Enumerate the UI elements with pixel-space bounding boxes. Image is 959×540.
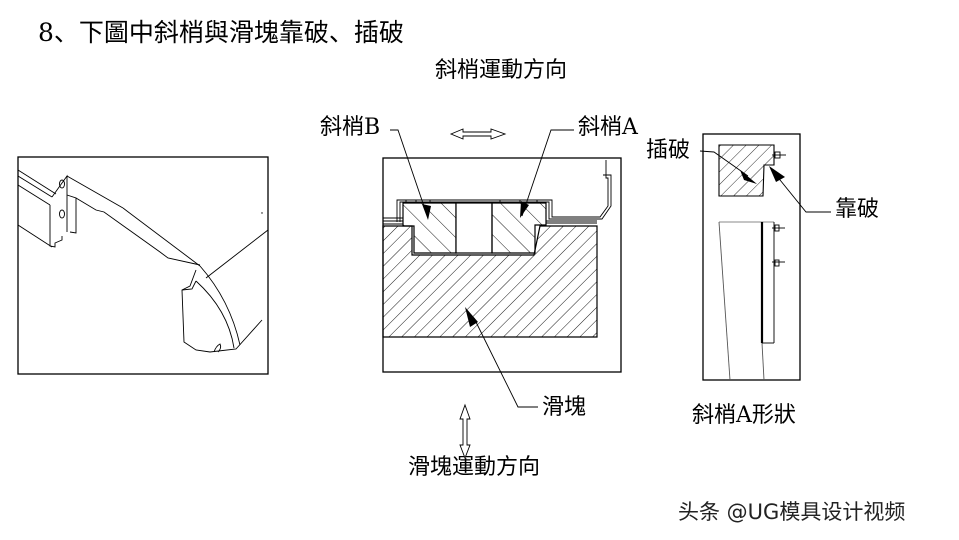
- lifter-a-label: 斜梢A: [578, 115, 638, 140]
- part-3d-view: [17, 156, 269, 375]
- double-arrow-vertical-icon: [459, 403, 471, 460]
- slider-block: [382, 225, 598, 338]
- arrowhead: [520, 201, 529, 218]
- leader-lines: [390, 129, 574, 408]
- lifter-b-label: 斜梢B: [320, 115, 381, 140]
- lifter-shape-frame: [702, 133, 801, 381]
- part-view-frame: [17, 156, 269, 375]
- double-arrow-horizontal-icon: [449, 128, 507, 140]
- arrowhead: [740, 170, 757, 184]
- slider-motion-label: 滑塊運動方向: [408, 455, 541, 480]
- watermark: 头条 @UG模具设计视频: [678, 500, 906, 524]
- arrowhead: [769, 166, 785, 182]
- lifter-a-shape-label: 斜梢A形狀: [692, 403, 796, 428]
- lifter-motion-label: 斜梢運動方向: [435, 58, 568, 83]
- arrowhead: [465, 307, 478, 327]
- arrowhead: [422, 204, 431, 220]
- slider-label: 滑塊: [542, 395, 587, 420]
- lifter-a: [491, 202, 547, 254]
- cross-section-view: [382, 128, 622, 460]
- page-title: 8、下圖中斜梢與滑塊靠破、插破: [38, 18, 404, 47]
- lifter-a-head: [718, 144, 775, 197]
- lifter-gap: [455, 202, 493, 254]
- contact-shutoff-label: 靠破: [835, 197, 880, 222]
- lifter-a-shape-view: [699, 133, 831, 381]
- insert-shutoff-label: 插破: [646, 138, 691, 163]
